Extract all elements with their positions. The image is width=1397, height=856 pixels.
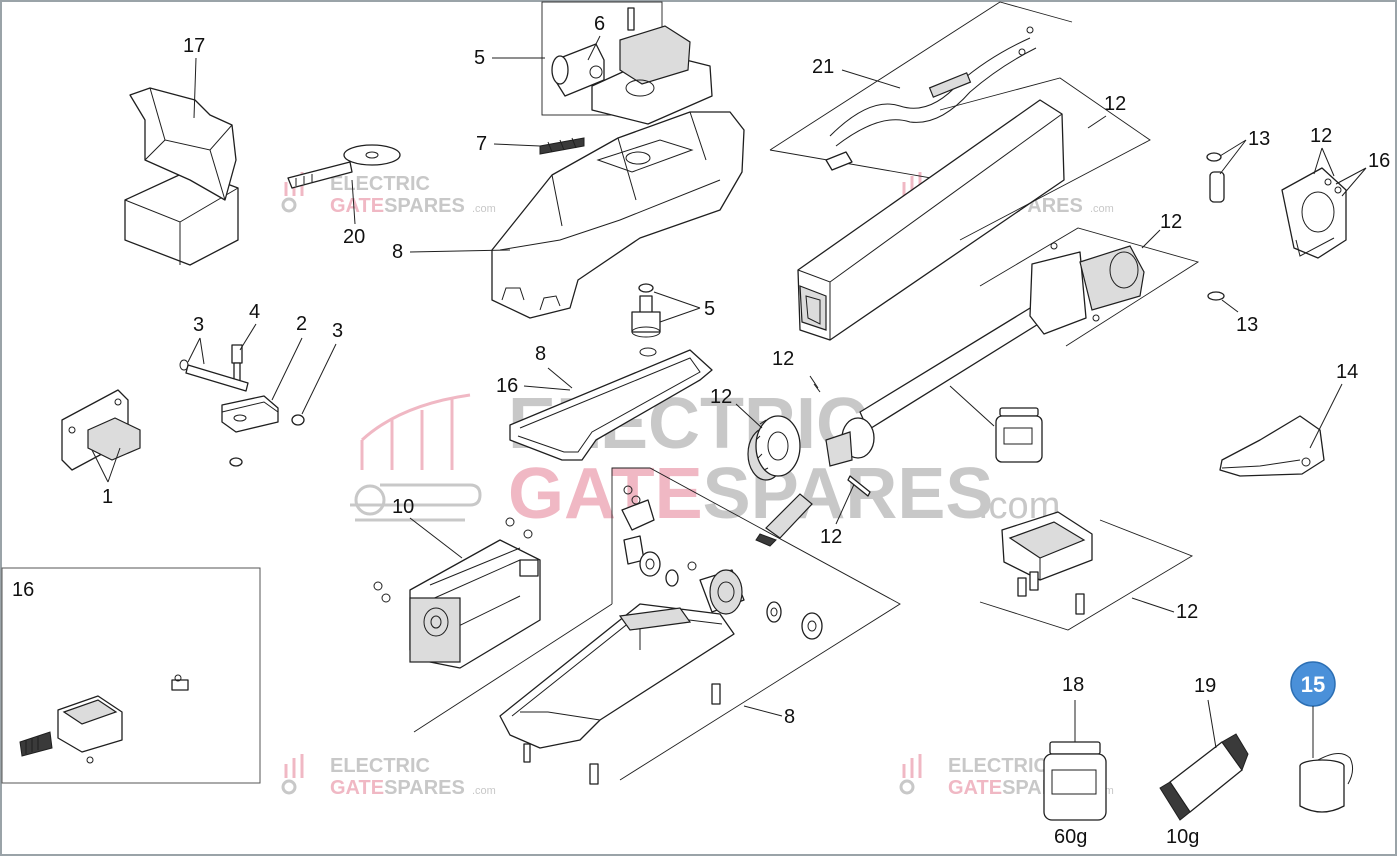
- callout-3b: 3: [332, 320, 343, 342]
- watermark-line2: GATESPARES: [330, 777, 465, 799]
- inset-16-junction-box: [1, 567, 261, 784]
- part-16-gasket: [509, 347, 713, 461]
- watermark-line2: GATESPARES: [508, 454, 993, 534]
- bracket-8-bottom: [413, 467, 901, 781]
- part-15-capacitor: [1299, 753, 1354, 813]
- watermark-line1: ELECTRIC: [330, 173, 430, 195]
- watermark-small-top-left: ELECTRIC GATESPARES .com: [281, 172, 496, 217]
- callout-3a: 3: [193, 314, 204, 336]
- part-12-nut-housing: [1001, 511, 1093, 615]
- part-5-shaft-seal: [631, 283, 661, 338]
- part-8-bottom-housing: [499, 603, 735, 785]
- callout-6: 6: [594, 13, 605, 35]
- part-2-clevis: [221, 395, 279, 467]
- part-17-packaging-box: [124, 87, 239, 266]
- part-3-pin: [179, 359, 249, 392]
- part-drive-gear: [699, 569, 745, 615]
- grease-jar-weight: 60g: [1054, 826, 1087, 848]
- part-4-bolt: [231, 344, 243, 388]
- callout-19: 19: [1194, 675, 1216, 697]
- callout-12g: 12: [1310, 125, 1332, 147]
- callout-12e: 12: [820, 526, 842, 548]
- watermark-logo-icon: [350, 393, 482, 522]
- part-10-motor: [373, 517, 541, 669]
- callout-5a: 5: [474, 47, 485, 69]
- part-6-lock-cylinder: [551, 43, 605, 97]
- watermark-suffix: .com: [472, 203, 496, 215]
- callout-10: 10: [392, 496, 414, 518]
- watermark-large: ELECTRIC GATESPARES .com: [350, 384, 1060, 534]
- callout-8b: 8: [535, 343, 546, 365]
- callout-12a: 12: [1104, 93, 1126, 115]
- watermark-line1: ELECTRIC: [948, 755, 1048, 777]
- grease-tube-small-icon: [755, 493, 813, 547]
- part-18-grease-jar: [1043, 741, 1107, 821]
- callout-21: 21: [812, 56, 834, 78]
- callout-13a: 13: [1248, 128, 1270, 150]
- callout-12f: 12: [1176, 601, 1198, 623]
- watermark-small-bottom-left: ELECTRIC GATESPARES .com: [281, 754, 496, 799]
- watermark-line2: GATESPARES: [330, 195, 465, 217]
- part-12-gear: [747, 415, 801, 481]
- part-3-washer: [291, 414, 305, 426]
- callout-20: 20: [343, 226, 365, 248]
- part-14-front-bracket: [1219, 415, 1325, 477]
- callout-8a: 8: [392, 241, 403, 263]
- callout-12c: 12: [710, 386, 732, 408]
- part-13-o-ring: [1207, 291, 1225, 301]
- part-12-screw-assembly: [825, 242, 1145, 467]
- watermark-line1: ELECTRIC: [330, 755, 430, 777]
- part-5-cover-cap: [541, 1, 713, 125]
- callout-13b: 13: [1236, 314, 1258, 336]
- part-gearbox-bracket: [621, 485, 697, 587]
- part-12-outer-tube: [797, 99, 1065, 341]
- part-12-end-cap: [1281, 167, 1347, 259]
- callout-14: 14: [1336, 361, 1358, 383]
- grease-jar-small-icon: [995, 407, 1043, 463]
- grease-tube-weight: 10g: [1166, 826, 1199, 848]
- callout-16a: 16: [12, 579, 34, 601]
- callout-16c: 16: [1368, 150, 1390, 172]
- callout-12b: 12: [1160, 211, 1182, 233]
- callout-7: 7: [476, 133, 487, 155]
- callout-16b: 16: [496, 375, 518, 397]
- part-1-rear-bracket: [61, 389, 141, 471]
- watermark-suffix: .com: [472, 785, 496, 797]
- callout-5b: 5: [704, 298, 715, 320]
- part-19-grease-tube: [1159, 733, 1249, 821]
- part-13-pin: [1206, 152, 1225, 203]
- badge-15-label: 15: [1301, 672, 1325, 697]
- callout-1: 1: [102, 486, 113, 508]
- callout-8c: 8: [784, 706, 795, 728]
- part-20-release-key: [287, 144, 401, 189]
- callout-18: 18: [1062, 674, 1084, 696]
- part-7-seal: [539, 137, 585, 155]
- part-bearings: [766, 601, 823, 640]
- callout-17: 17: [183, 35, 205, 57]
- part-16-junction-box: [19, 674, 189, 764]
- callout-12d: 12: [772, 348, 794, 370]
- callout-4: 4: [249, 301, 260, 323]
- badge-15: 15: [1290, 661, 1336, 707]
- part-8-top-cover: [491, 111, 745, 319]
- callout-2: 2: [296, 313, 307, 335]
- watermark-suffix: .com: [1090, 203, 1114, 215]
